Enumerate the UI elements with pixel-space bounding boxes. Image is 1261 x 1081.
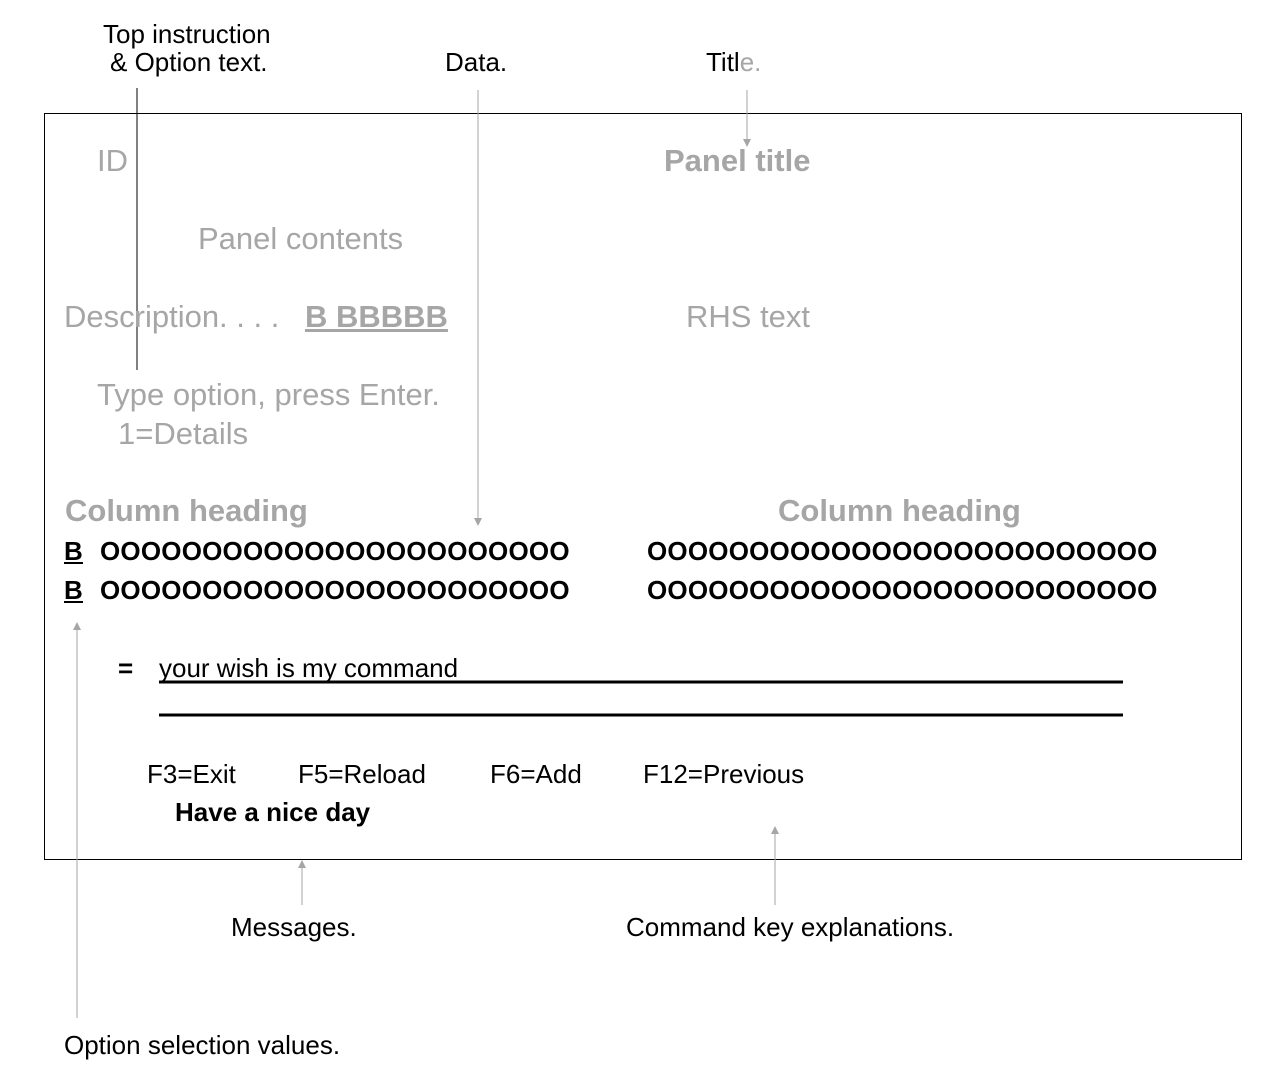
panel-title: Panel title [664, 143, 811, 178]
label-option-values: Option selection values. [64, 1030, 341, 1060]
column-heading-2: Column heading [778, 493, 1021, 528]
command-input[interactable]: your wish is my command [159, 653, 459, 683]
label-top-instruction: Top instruction [103, 19, 271, 49]
label-data: Data. [445, 47, 508, 77]
description-label: Description. . . . [64, 299, 280, 334]
row-col2: OOOOOOOOOOOOOOOOOOOOOOOOO [647, 575, 1158, 605]
label-title-part: Titl [706, 47, 740, 77]
instruction-text: Type option, press Enter. [97, 377, 440, 412]
row-option-input[interactable]: B [64, 536, 83, 566]
panel-id: ID [97, 143, 128, 178]
fkey-reload[interactable]: F5=Reload [298, 759, 426, 789]
row-col2: OOOOOOOOOOOOOOOOOOOOOOOOO [647, 536, 1158, 566]
label-title-part-gray: e. [739, 47, 762, 77]
label-option-text: & Option text. [110, 47, 268, 77]
row-col1: OOOOOOOOOOOOOOOOOOOOOOO [100, 536, 570, 566]
row-col1: OOOOOOOOOOOOOOOOOOOOOOO [100, 575, 570, 605]
rhs-text: RHS text [686, 299, 811, 334]
label-command-keys: Command key explanations. [626, 912, 955, 942]
fkey-previous[interactable]: F12=Previous [643, 759, 805, 789]
panel-contents: Panel contents [198, 221, 404, 256]
row-option-input[interactable]: B [64, 575, 83, 605]
fkey-add[interactable]: F6=Add [490, 759, 582, 789]
label-messages: Messages. [231, 912, 357, 942]
option-values-arrowhead [73, 622, 81, 630]
messages-arrowhead [298, 860, 306, 868]
command-keys-arrowhead [771, 826, 779, 834]
description-value[interactable]: B BBBBB [305, 299, 448, 334]
option-text: 1=Details [118, 416, 249, 451]
column-heading-1: Column heading [65, 493, 308, 528]
data-arrowhead [474, 518, 482, 526]
label-title: Title. [706, 49, 761, 75]
panel-frame [44, 113, 1242, 860]
message-line: Have a nice day [175, 797, 371, 827]
fkey-exit[interactable]: F3=Exit [147, 759, 236, 789]
command-prompt: = [118, 653, 134, 683]
title-arrowhead [743, 139, 751, 147]
